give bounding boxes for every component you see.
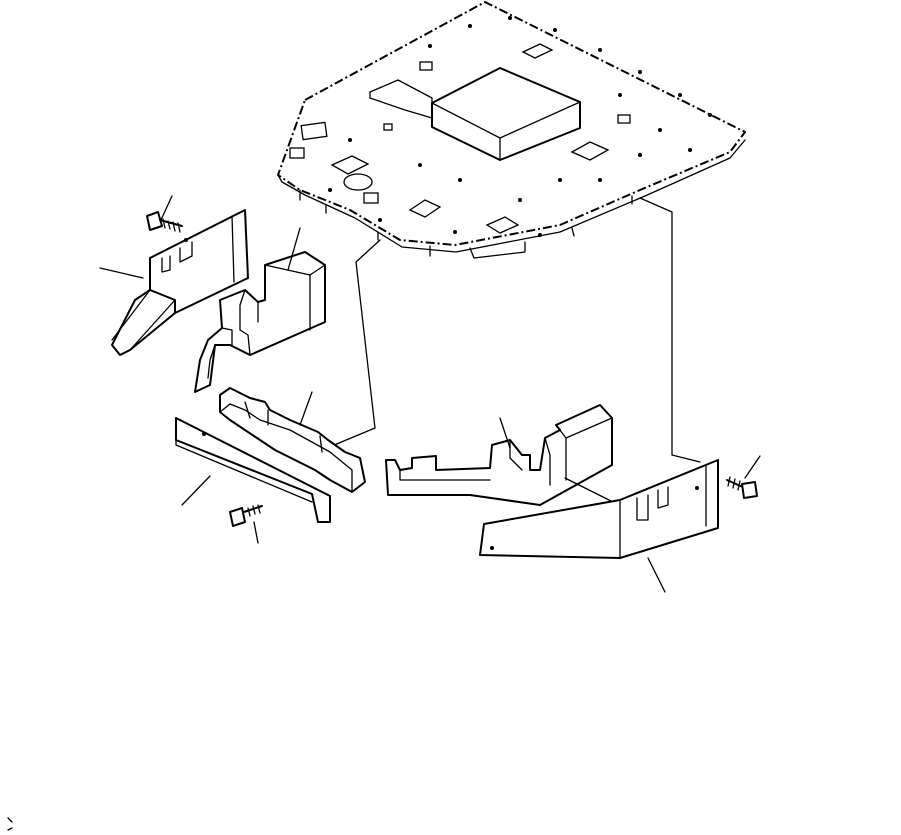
leader-plate-left	[99, 267, 144, 279]
cutout-12	[383, 123, 393, 131]
cover-strip-lower-left	[175, 417, 331, 523]
cover-plate-right	[479, 459, 719, 593]
insulation-right	[385, 404, 626, 509]
cutout-1	[300, 121, 328, 141]
cutout-5	[363, 192, 379, 204]
cutout-2	[289, 147, 305, 159]
floor-plate-outline	[277, 1, 746, 246]
insulation-lower-left	[219, 387, 366, 493]
cutout-11	[419, 61, 433, 71]
floor-plate-bracket	[369, 79, 433, 119]
cutout-8	[570, 141, 610, 161]
bolt-right	[726, 455, 761, 499]
insulation-upper-left	[194, 227, 326, 393]
leader-right	[639, 197, 701, 463]
floor-plate	[277, 1, 746, 259]
cutout-9	[617, 114, 631, 124]
cutout-3	[330, 155, 370, 175]
cutout-4	[343, 173, 373, 191]
bolt-lower-left	[229, 504, 263, 544]
cutout-6	[408, 199, 442, 218]
cover-plate-upper-left	[111, 209, 249, 356]
cutout-10	[521, 43, 554, 59]
floor-plate-raised-box	[431, 67, 581, 161]
floor-plate-edge	[277, 139, 746, 253]
leader-left	[326, 239, 381, 449]
cutout-7	[485, 216, 520, 234]
floor-plate-holes	[328, 16, 712, 237]
bolt-upper-left	[146, 195, 183, 233]
